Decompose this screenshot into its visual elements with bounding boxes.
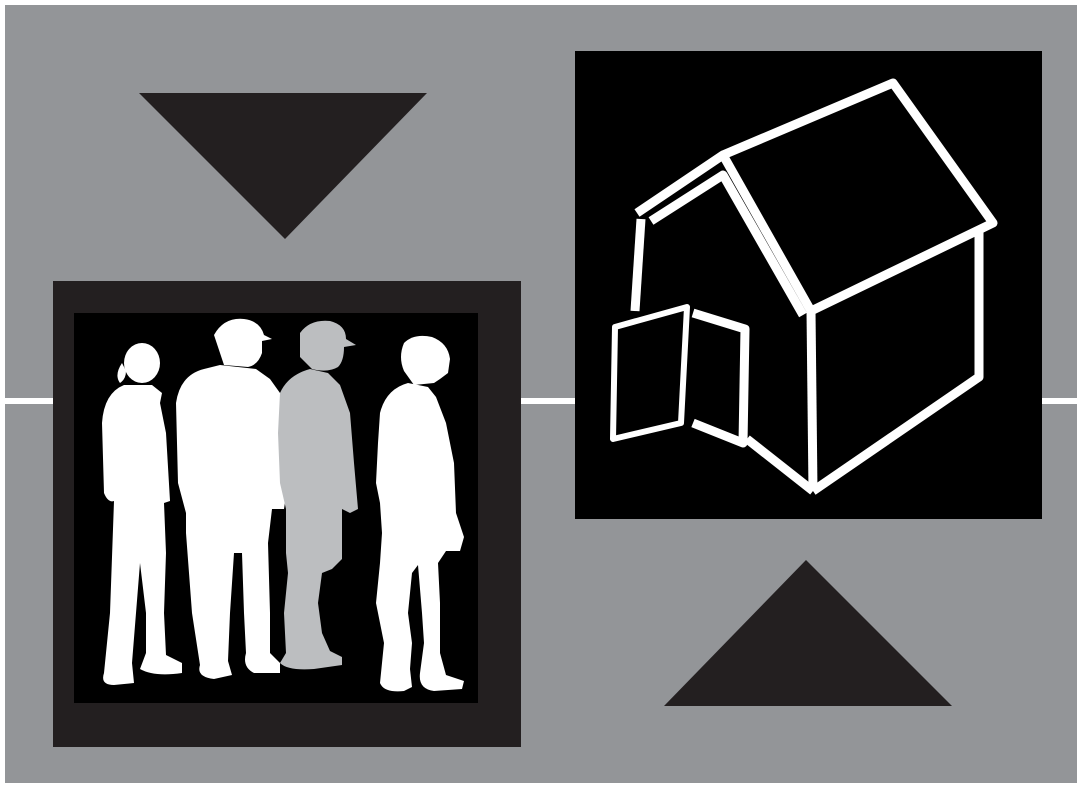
up-triangle-icon [664, 560, 952, 706]
house-outline-icon [575, 51, 1042, 519]
people-image-frame [53, 281, 521, 747]
people-silhouettes-icon [74, 313, 478, 703]
people-image [74, 313, 478, 703]
house-image-frame [575, 51, 1042, 519]
down-triangle-icon [139, 93, 427, 239]
gray-background-panel [5, 5, 1077, 783]
